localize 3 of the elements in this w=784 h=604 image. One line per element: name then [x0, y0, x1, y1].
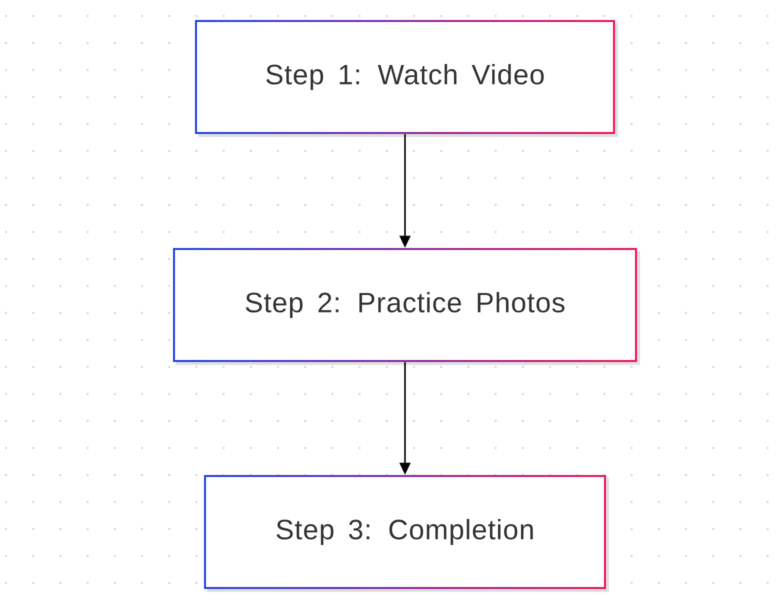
step-box: Step 1: Watch Video [195, 20, 618, 137]
step-box: Step 3: Completion [204, 474, 609, 592]
step-box: Step 2: Practice Photos [173, 248, 640, 365]
